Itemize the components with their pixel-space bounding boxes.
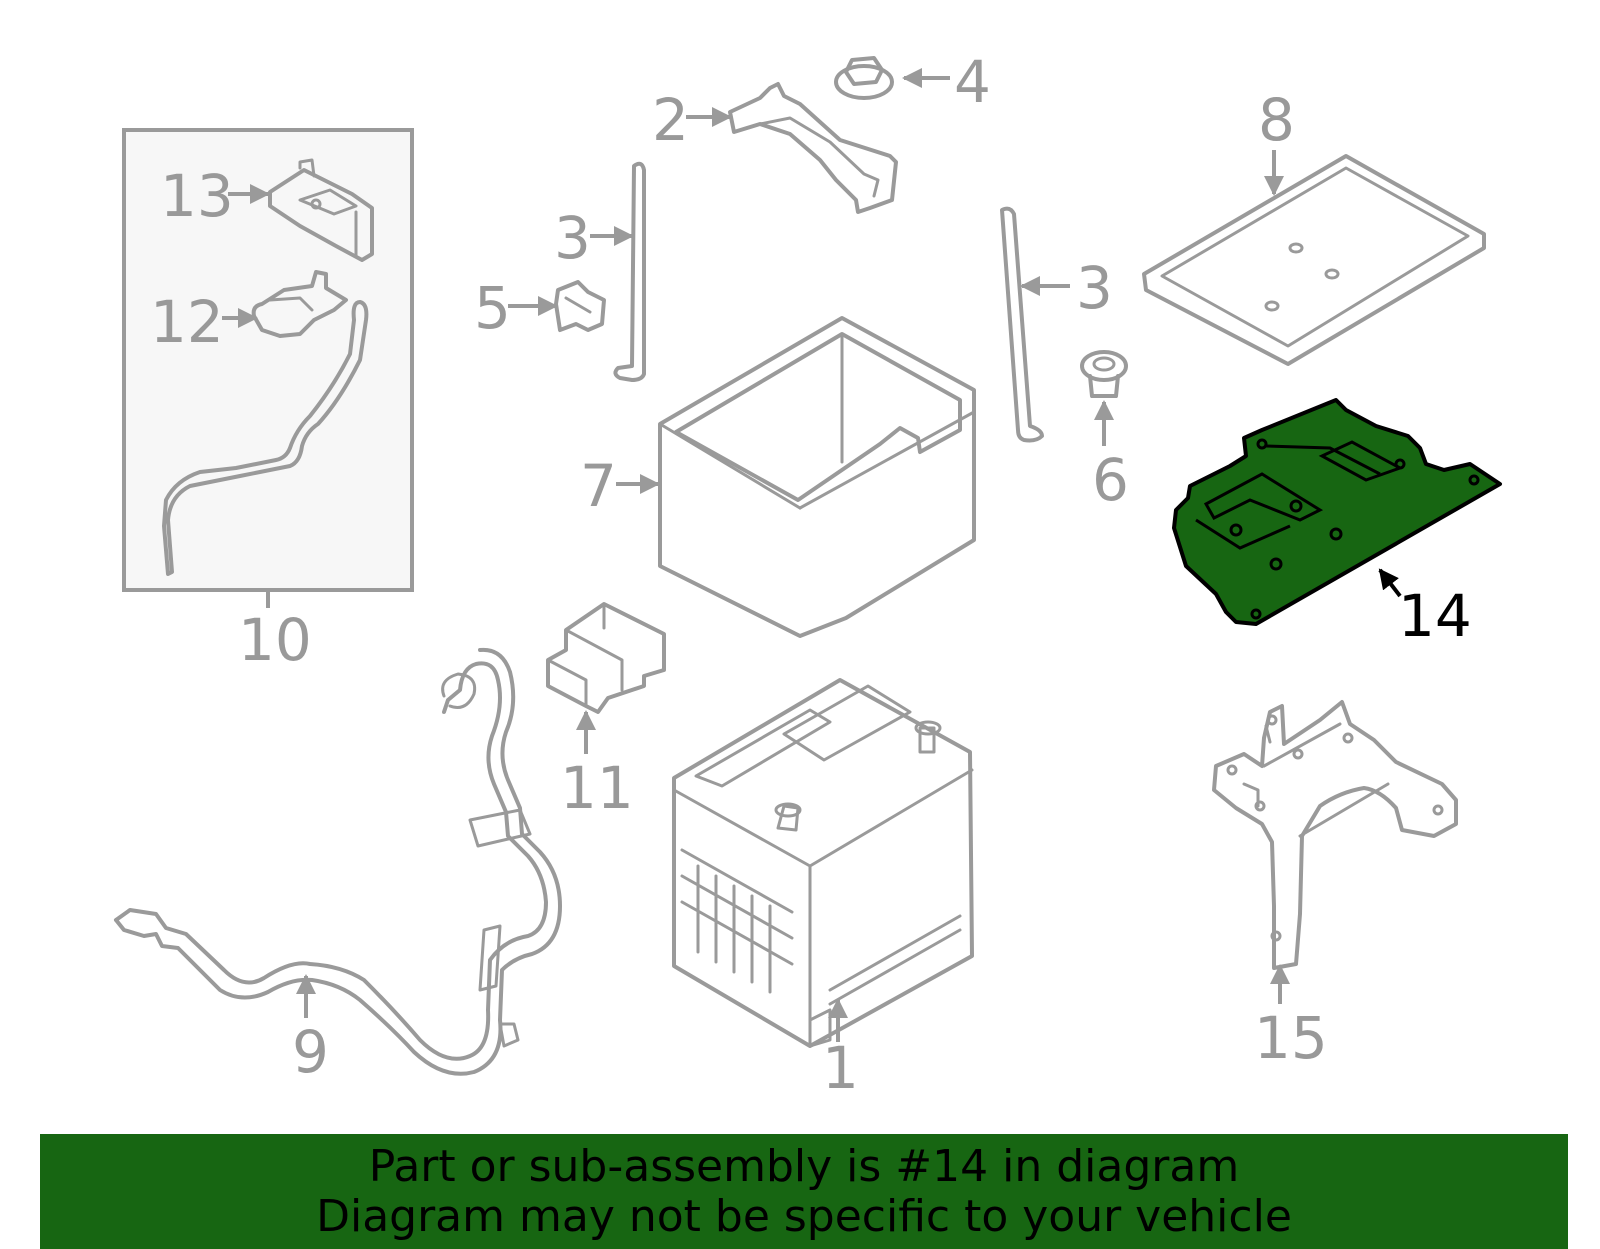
callout-15: 15 [1254, 1004, 1328, 1072]
callout-5: 5 [474, 274, 511, 342]
part-10-kit-box [122, 128, 414, 608]
callout-labels: 1 2 3 3 4 5 6 7 8 9 10 11 12 13 14 15 [150, 48, 1472, 1102]
part-13-terminal [268, 158, 374, 262]
callout-12: 12 [150, 288, 224, 356]
part-8-tray-pad [1142, 154, 1486, 366]
callout-8: 8 [1258, 86, 1295, 154]
info-banner: Part or sub-assembly is #14 in diagram D… [40, 1134, 1568, 1249]
callout-10: 10 [238, 606, 312, 674]
banner-line-2: Diagram may not be specific to your vehi… [316, 1191, 1292, 1242]
callout-6: 6 [1092, 446, 1129, 514]
part-11-terminal-cover [546, 602, 666, 714]
part-2-hold-down [728, 82, 898, 214]
callout-3-left: 3 [554, 204, 591, 272]
banner-line-1: Part or sub-assembly is #14 in diagram [368, 1141, 1240, 1192]
callout-11: 11 [560, 754, 634, 822]
part-3-rod-right [1000, 206, 1044, 443]
part-4-nut [834, 56, 894, 100]
part-6-grommet [1080, 350, 1128, 398]
part-1-battery [672, 678, 974, 1048]
callout-13: 13 [160, 162, 234, 230]
part-10-cable [162, 300, 369, 576]
callout-4: 4 [954, 48, 991, 116]
callout-2: 2 [652, 86, 689, 154]
callout-14: 14 [1398, 582, 1472, 650]
part-14-battery-tray [1172, 398, 1502, 626]
part-7-insulator [658, 316, 976, 638]
part-15-bracket [1212, 700, 1458, 970]
callout-1: 1 [822, 1034, 859, 1102]
callout-7: 7 [580, 452, 617, 520]
part-5-clip [554, 280, 606, 332]
leader-lines [222, 68, 1402, 1042]
part-9-cable [114, 647, 562, 1076]
callout-3-right: 3 [1076, 254, 1113, 322]
callout-9: 9 [292, 1018, 329, 1086]
part-3-rod-left [613, 161, 646, 382]
